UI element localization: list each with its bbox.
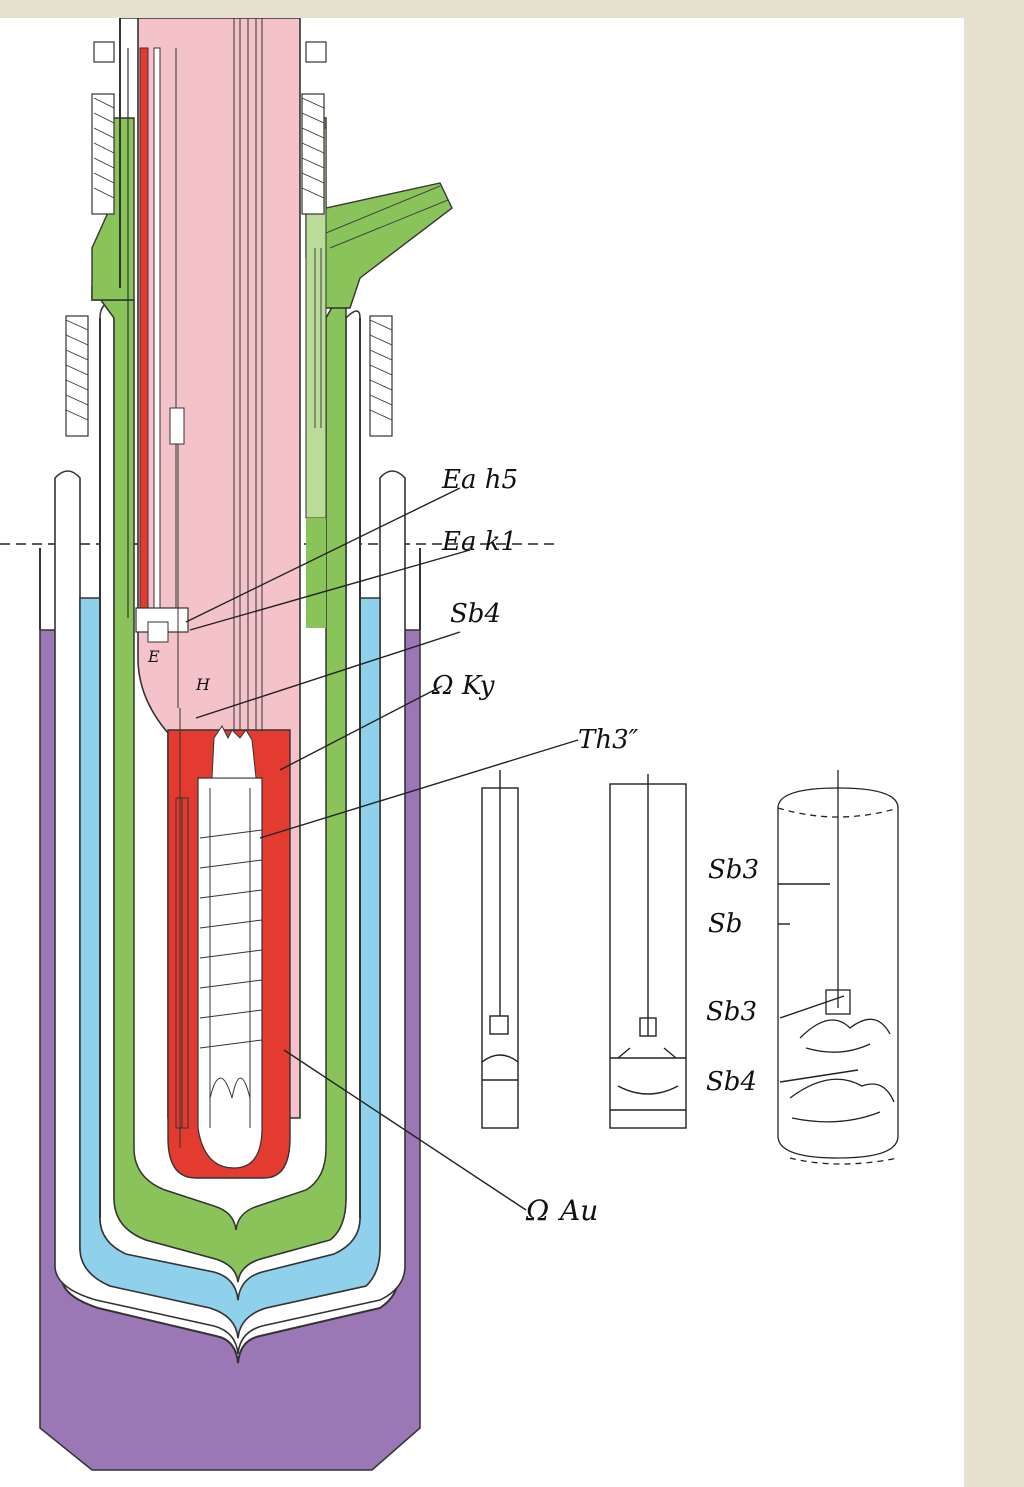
- diagram-panel: Ea h5 Ea k1 Sb4 Ω Ky Th3″ Ω Au Sb3 Sb Sb…: [0, 18, 964, 1487]
- label-sb4: Sb4: [450, 599, 501, 629]
- green-coolant-layer: [91, 117, 453, 1283]
- label-sb3-mid: Sb3: [706, 997, 757, 1027]
- detail-view-narrow: [481, 770, 519, 1129]
- label-sb4-bottom: Sb4: [706, 1067, 757, 1097]
- label-omega-ky-prefix: Ω: [431, 671, 454, 701]
- label-e-small: E: [147, 647, 160, 666]
- label-omega-au-prefix: Ω: [525, 1194, 549, 1227]
- label-sb: Sb: [708, 909, 742, 939]
- label-eak1: Ea k1: [441, 527, 517, 557]
- sample-chamber: [127, 18, 291, 1179]
- cryostat-diagram: Ea h5 Ea k1 Sb4 Ω Ky Th3″ Ω Au Sb3 Sb Sb…: [0, 18, 899, 1471]
- label-eah5: Ea h5: [441, 465, 518, 495]
- detail-view-wide: [609, 774, 687, 1129]
- label-th3: Th3″: [578, 725, 639, 755]
- annotation-labels: Ea h5 Ea k1 Sb4 Ω Ky Th3″ Ω Au Sb3 Sb Sb…: [147, 465, 759, 1227]
- label-sb3-top: Sb3: [708, 855, 759, 885]
- leader-lines: [185, 487, 859, 1211]
- seal-rings: [65, 41, 393, 437]
- label-ky: Ky: [461, 671, 495, 701]
- label-h-small: H: [195, 675, 211, 694]
- detail-view-perspective: [777, 770, 899, 1165]
- label-au: Au: [557, 1194, 598, 1227]
